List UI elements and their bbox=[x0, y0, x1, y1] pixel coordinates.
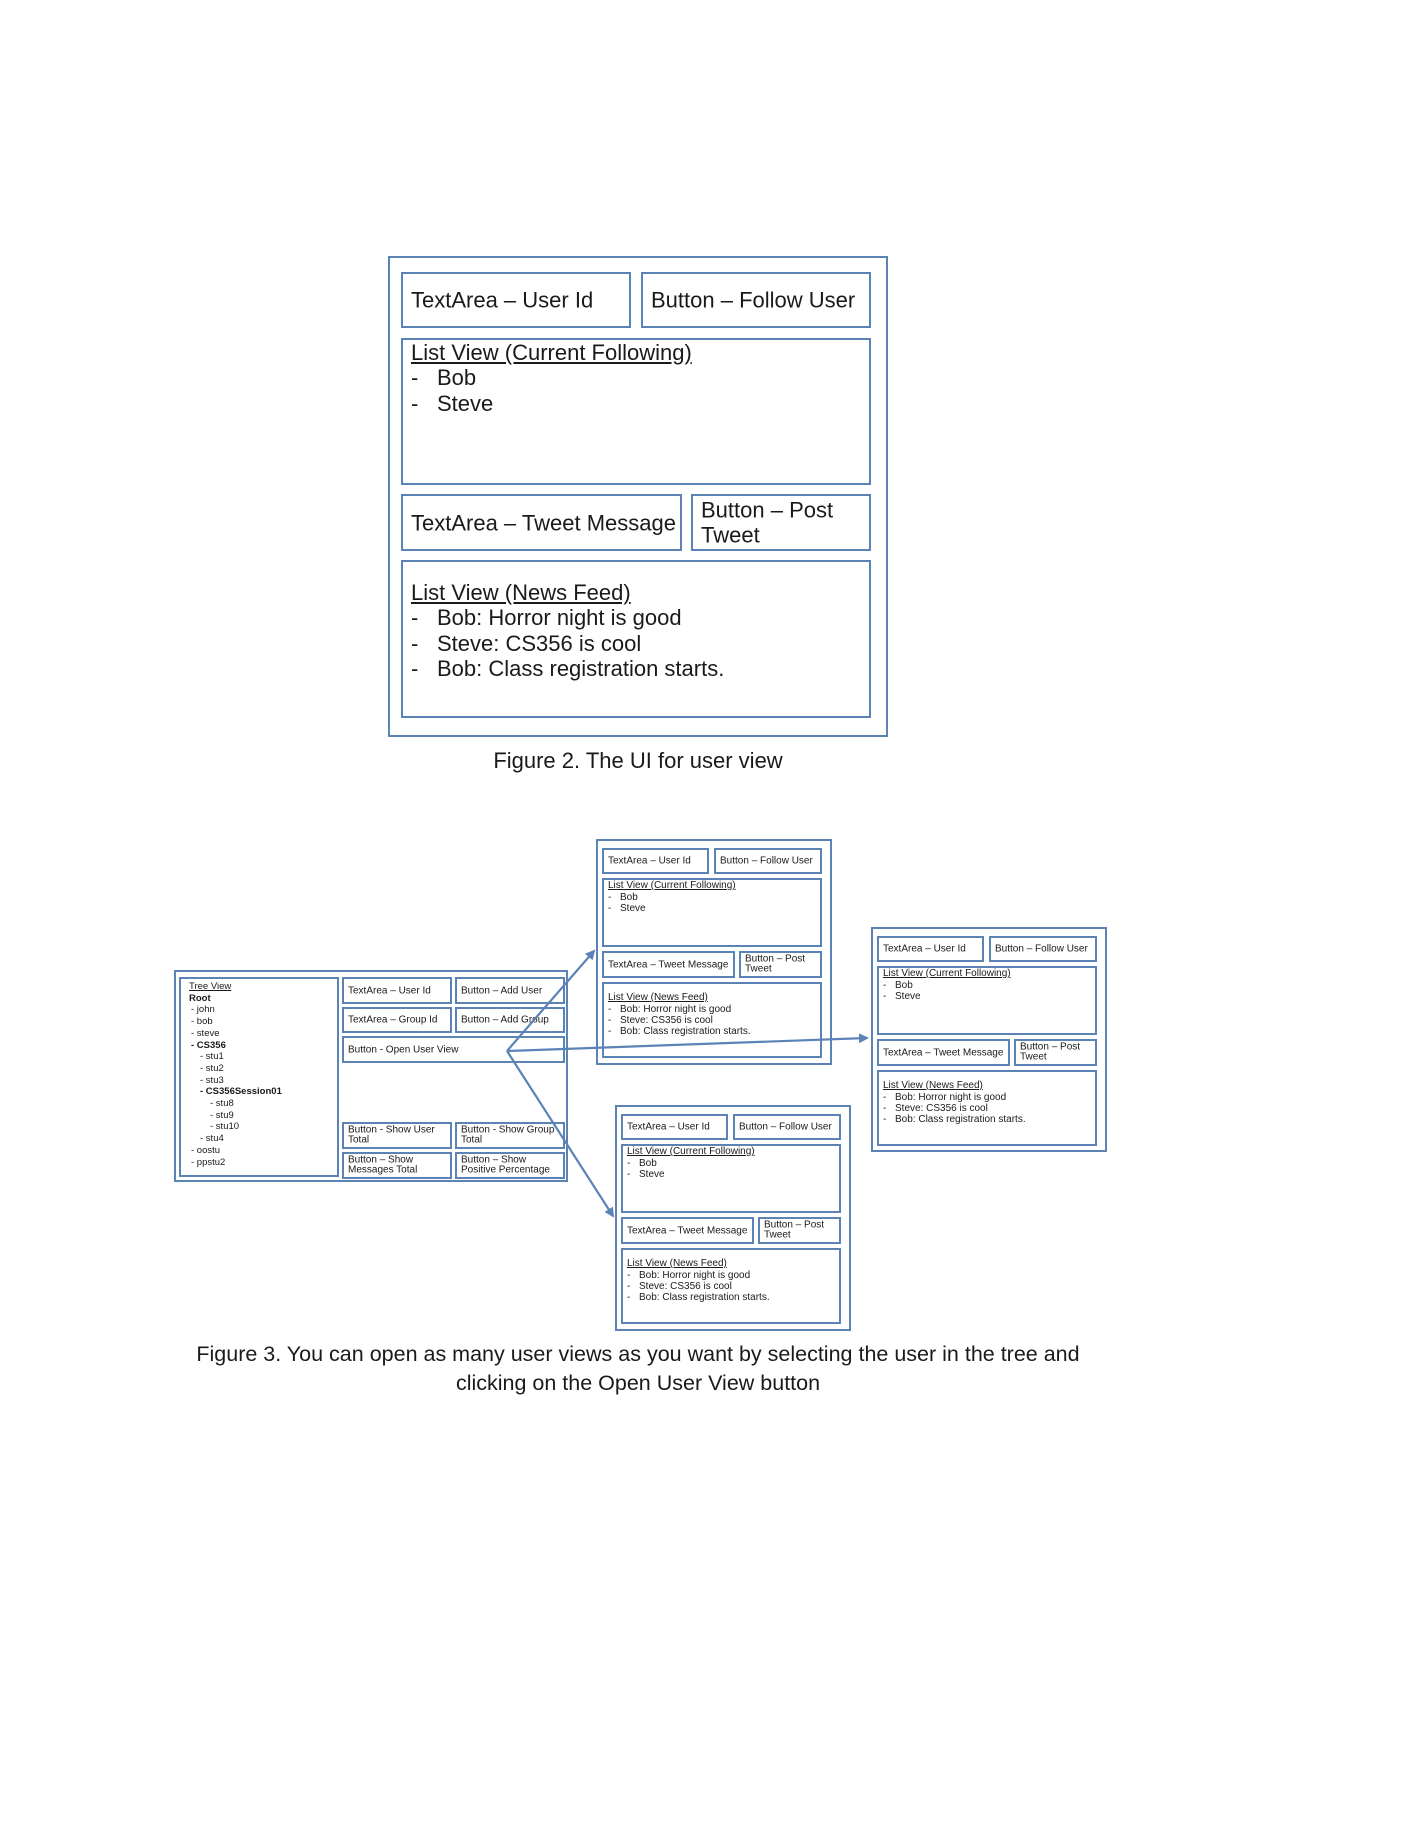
current-following-list[interactable]: List View (Current Following) -Bob -Stev… bbox=[602, 878, 822, 947]
tree-node[interactable]: - bob bbox=[191, 1016, 213, 1028]
list-item[interactable]: -Bob bbox=[883, 979, 913, 991]
tree-root[interactable]: Root bbox=[189, 992, 211, 1004]
current-following-title: List View (Current Following) bbox=[411, 340, 692, 365]
tree-view[interactable]: Tree View Root - john - bob - steve - CS… bbox=[179, 977, 339, 1177]
follow-user-button[interactable]: Button – Follow User bbox=[733, 1114, 841, 1140]
figure2-caption: Figure 2. The UI for user view bbox=[493, 748, 783, 773]
follow-user-button[interactable]: Button – Follow User bbox=[714, 848, 822, 874]
follow-user-label: Button – Follow User bbox=[651, 287, 856, 313]
news-feed-title: List View (News Feed) bbox=[411, 580, 631, 605]
list-item[interactable]: -Steve: CS356 is cool bbox=[883, 1102, 988, 1114]
list-item[interactable]: -Bob bbox=[411, 365, 477, 391]
news-feed-list[interactable]: List View (News Feed) -Bob: Horror night… bbox=[621, 1248, 841, 1324]
list-item[interactable]: -Bob: Horror night is good bbox=[608, 1003, 732, 1015]
list-item[interactable]: -Bob: Class registration starts. bbox=[627, 1291, 770, 1303]
tweet-message-label: TextArea – Tweet Message bbox=[411, 509, 676, 535]
tree-node[interactable]: - stu9 bbox=[210, 1109, 234, 1121]
figure3-caption: Figure 3. You can open as many user view… bbox=[196, 1342, 1080, 1395]
tree-node[interactable]: - stu4 bbox=[200, 1133, 224, 1145]
tree-node[interactable]: - stu10 bbox=[210, 1121, 240, 1133]
arrow-to-view-c bbox=[506, 1050, 615, 1218]
tree-node[interactable]: - john bbox=[191, 1004, 215, 1016]
tweet-message-textarea[interactable]: TextArea – Tweet Message bbox=[621, 1217, 754, 1244]
tree-node[interactable]: - stu3 bbox=[200, 1074, 224, 1086]
list-item[interactable]: -Steve bbox=[627, 1168, 665, 1180]
current-following-list[interactable]: List View (Current Following) -Bob -Stev… bbox=[877, 966, 1097, 1035]
show-messages-total-button[interactable]: Button – Show Messages Total bbox=[342, 1152, 452, 1179]
add-group-button[interactable]: Button – Add Group bbox=[455, 1007, 565, 1033]
tree-node[interactable]: - ppstu2 bbox=[191, 1156, 226, 1168]
list-item[interactable]: -Bob: Horror night is good bbox=[627, 1269, 751, 1281]
user-id-textarea[interactable]: TextArea – User Id bbox=[621, 1114, 728, 1140]
follow-user-button[interactable]: Button – Follow User bbox=[641, 272, 871, 328]
group-id-textarea[interactable]: TextArea – Group Id bbox=[342, 1007, 452, 1033]
arrow-to-view-b bbox=[506, 1033, 869, 1053]
admin-user-id-textarea[interactable]: TextArea – User Id bbox=[342, 977, 452, 1004]
tree-node[interactable]: - stu1 bbox=[200, 1051, 224, 1063]
follow-user-button[interactable]: Button – Follow User bbox=[989, 936, 1097, 962]
tree-node[interactable]: - stu8 bbox=[210, 1098, 234, 1110]
tweet-message-textarea[interactable]: TextArea – Tweet Message bbox=[401, 494, 682, 551]
user-view-small-b: TextArea – User Id Button – Follow User … bbox=[871, 927, 1107, 1152]
tree-group[interactable]: - CS356 bbox=[191, 1039, 226, 1051]
list-item[interactable]: -Steve bbox=[411, 390, 494, 416]
tweet-message-textarea[interactable]: TextArea – Tweet Message bbox=[877, 1039, 1010, 1066]
list-item[interactable]: -Bob: Class registration starts. bbox=[883, 1113, 1026, 1125]
show-user-total-button[interactable]: Button - Show User Total bbox=[342, 1122, 452, 1149]
list-item[interactable]: -Bob: Horror night is good bbox=[411, 605, 682, 631]
tree-node[interactable]: - oostu bbox=[191, 1144, 221, 1156]
show-positive-percentage-button[interactable]: Button – Show Positive Percentage bbox=[455, 1152, 565, 1179]
list-item[interactable]: -Steve bbox=[608, 902, 646, 914]
arrow-to-view-a bbox=[506, 949, 596, 1052]
news-feed-list[interactable]: List View (News Feed) -Bob: Horror night… bbox=[877, 1070, 1097, 1146]
post-tweet-button[interactable]: Button – Post Tweet bbox=[691, 494, 871, 551]
post-tweet-label: Button – Post Tweet bbox=[701, 497, 834, 548]
list-item[interactable]: -Bob: Class registration starts. bbox=[608, 1025, 751, 1037]
tree-subgroup[interactable]: - CS356Session01 bbox=[200, 1086, 282, 1098]
current-following-list[interactable]: List View (Current Following) -Bob -Stev… bbox=[621, 1144, 841, 1213]
user-id-textarea[interactable]: TextArea – User Id bbox=[877, 936, 984, 962]
list-item[interactable]: -Steve: CS356 is cool bbox=[411, 630, 642, 656]
tree-node[interactable]: - stu2 bbox=[200, 1062, 224, 1074]
show-group-total-button[interactable]: Button - Show Group Total bbox=[455, 1122, 565, 1149]
admin-view-figure: Tree View Root - john - bob - steve - CS… bbox=[174, 970, 568, 1182]
news-feed-list[interactable]: List View (News Feed) -Bob: Horror night… bbox=[401, 560, 871, 718]
list-item[interactable]: -Steve bbox=[883, 990, 921, 1002]
list-item[interactable]: -Bob bbox=[608, 891, 638, 903]
user-view-small-c: TextArea – User Id Button – Follow User … bbox=[615, 1105, 851, 1331]
tweet-message-textarea[interactable]: TextArea – Tweet Message bbox=[602, 951, 735, 978]
tree-view-title: Tree View bbox=[189, 981, 232, 992]
user-view-figure: TextArea – User Id Button – Follow User … bbox=[388, 256, 888, 737]
list-item[interactable]: -Bob bbox=[627, 1157, 657, 1169]
list-item[interactable]: -Bob: Class registration starts. bbox=[411, 655, 725, 681]
user-id-textarea[interactable]: TextArea – User Id bbox=[602, 848, 709, 874]
user-id-label: TextArea – User Id bbox=[411, 287, 594, 313]
user-id-textarea[interactable]: TextArea – User Id bbox=[401, 272, 631, 328]
list-item[interactable]: -Bob: Horror night is good bbox=[883, 1091, 1007, 1103]
list-item[interactable]: -Steve: CS356 is cool bbox=[627, 1280, 732, 1292]
list-item[interactable]: -Steve: CS356 is cool bbox=[608, 1014, 713, 1026]
add-user-button[interactable]: Button – Add User bbox=[455, 977, 565, 1004]
current-following-list[interactable]: List View (Current Following) -Bob -Stev… bbox=[401, 338, 871, 485]
tree-node[interactable]: - steve bbox=[191, 1027, 220, 1039]
